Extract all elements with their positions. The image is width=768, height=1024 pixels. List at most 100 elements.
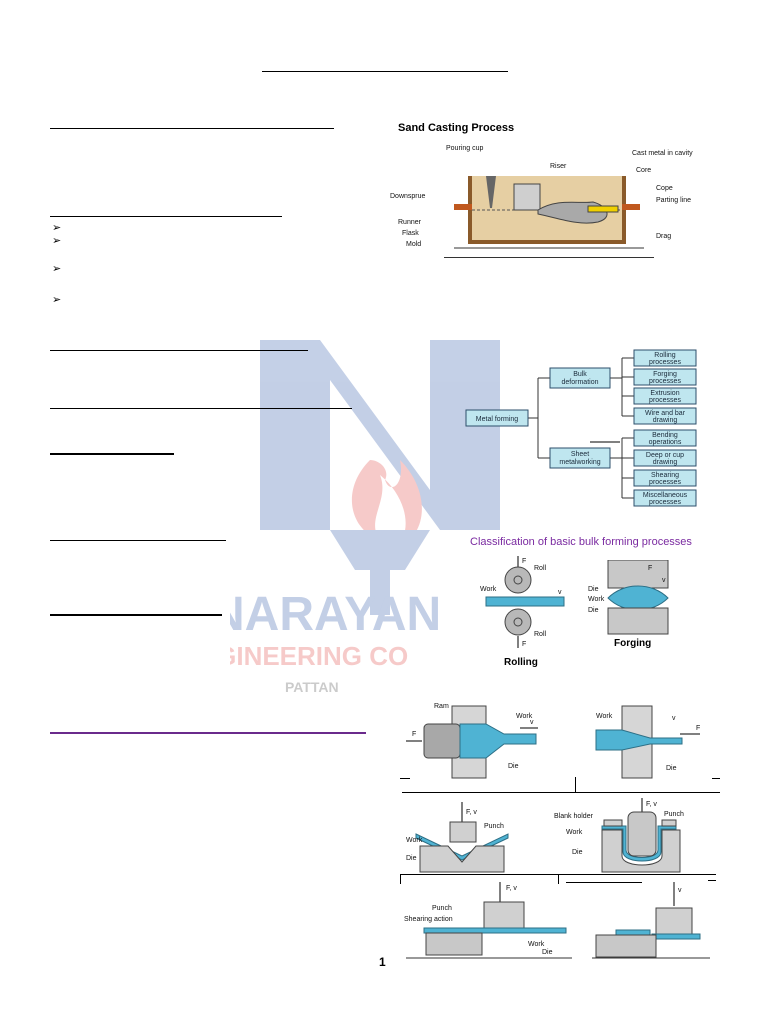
classification-caption: Classification of basic bulk forming pro… <box>470 536 692 548</box>
node-leaf-label: processes <box>649 499 681 506</box>
work-billet <box>607 585 669 611</box>
die-top <box>607 560 669 589</box>
label-core: Core <box>636 167 651 174</box>
label-work: Work <box>480 586 497 593</box>
node-leaf-label: processes <box>649 397 681 404</box>
node-leaf-label: drawing <box>653 459 678 466</box>
node-leaf-label: Rolling <box>654 352 676 359</box>
shearing-after-figure: v <box>592 882 710 959</box>
core <box>587 205 619 213</box>
punch <box>627 811 657 857</box>
bending-figure: F, v Punch Work Die <box>406 802 509 873</box>
node-label: Bulk <box>573 371 587 378</box>
velocity-label: v <box>662 577 666 584</box>
node-leaf-label: Bending <box>652 432 678 439</box>
force-label: F <box>696 725 700 732</box>
label-work: Work <box>596 713 613 720</box>
node-label: Sheet <box>571 451 589 458</box>
figure-caption-rule <box>708 880 716 881</box>
work-billet <box>459 723 537 759</box>
pouring-cup <box>486 176 496 208</box>
section-heading-rule <box>50 732 366 734</box>
label-die: Die <box>406 855 417 862</box>
subheading-rule <box>50 216 282 217</box>
rolling-figure: F Roll Work v Roll F Rolling <box>480 556 565 668</box>
figure-caption-rule <box>566 882 642 883</box>
label-ram: Ram <box>434 703 449 710</box>
figure-caption-rule <box>402 792 720 793</box>
label-work: Work <box>406 837 423 844</box>
label-mold: Mold <box>406 241 421 248</box>
deep-drawing-figure: F, v Blank holder Punch Work Die <box>554 798 684 873</box>
label-die-bottom: Die <box>588 607 599 614</box>
velocity-label: v <box>672 715 676 722</box>
die <box>595 934 657 958</box>
label-roll-bottom: Roll <box>534 631 547 638</box>
work-sheet <box>415 833 509 861</box>
label-downsprue: Downsprue <box>390 193 426 200</box>
blank-holder <box>603 819 623 827</box>
force-label: F, v <box>506 885 517 892</box>
label-punch: Punch <box>432 905 452 912</box>
section-heading-rule <box>50 350 308 351</box>
label-drag: Drag <box>656 233 671 240</box>
flask-flange-left <box>454 204 472 210</box>
figure-caption-rule <box>712 778 720 779</box>
page-title-rule <box>262 71 508 72</box>
work-sheet <box>615 929 651 936</box>
section-heading-rule <box>50 540 226 541</box>
node-leaf-label: Extrusion <box>650 390 679 397</box>
label-work: Work <box>566 829 583 836</box>
extrusion-figure: F Ram Work v Die <box>406 703 538 779</box>
label-work: Work <box>516 713 533 720</box>
node-leaf <box>633 449 697 467</box>
node-leaf <box>633 349 697 367</box>
node-leaf-label: Deep or cup <box>646 452 684 459</box>
label-runner: Runner <box>398 219 422 226</box>
punch <box>483 901 525 929</box>
node-leaf-label: processes <box>649 479 681 486</box>
node-leaf <box>633 368 697 386</box>
label-flask: Flask <box>402 230 419 237</box>
label-cope: Cope <box>656 185 673 192</box>
shearing-figure: F, v Punch Shearing action Work Die <box>404 882 572 959</box>
die <box>419 845 505 873</box>
node-metal-forming <box>465 409 529 427</box>
velocity-label: v <box>530 719 534 726</box>
riser <box>513 183 541 211</box>
label-shearing-action: Shearing action <box>404 916 453 923</box>
label-pouring-cup: Pouring cup <box>446 145 483 152</box>
force-label: F <box>522 641 526 648</box>
classification-diagram: Metal forming Bulk deformation Sheet met… <box>465 349 697 507</box>
section-heading-rule <box>50 453 174 455</box>
node-leaf-label: processes <box>649 359 681 366</box>
label-work: Work <box>528 941 545 948</box>
label-die-top: Die <box>588 586 599 593</box>
punch <box>655 907 693 935</box>
node-leaf <box>633 469 697 487</box>
roll-top <box>504 566 532 594</box>
label-roll-top: Roll <box>534 565 547 572</box>
die <box>601 829 681 873</box>
node-label: Metal forming <box>476 416 519 423</box>
label-punch: Punch <box>484 823 504 830</box>
ram <box>423 723 461 759</box>
node-leaf-label: Shearing <box>651 472 679 479</box>
node-leaf-label: processes <box>649 378 681 385</box>
divider-line <box>558 874 559 884</box>
node-leaf-label: operations <box>649 439 682 446</box>
force-label: F, v <box>466 809 477 816</box>
punch <box>449 821 477 843</box>
label-cast-metal: Cast metal in cavity <box>632 150 693 157</box>
node-label: metalworking <box>559 459 600 466</box>
roll-bottom <box>504 608 532 636</box>
work-sheet <box>423 927 567 934</box>
node-sheet-metalworking <box>549 447 611 469</box>
figure-caption-rule <box>400 778 410 779</box>
label-punch: Punch <box>664 811 684 818</box>
college-logo-watermark: NARAYAN ENGINEERING CO PATTAN <box>230 340 500 695</box>
label-parting-line: Parting line <box>656 197 691 204</box>
force-label: F, v <box>646 801 657 808</box>
divider-line <box>400 874 401 884</box>
velocity-label: v <box>558 589 562 596</box>
